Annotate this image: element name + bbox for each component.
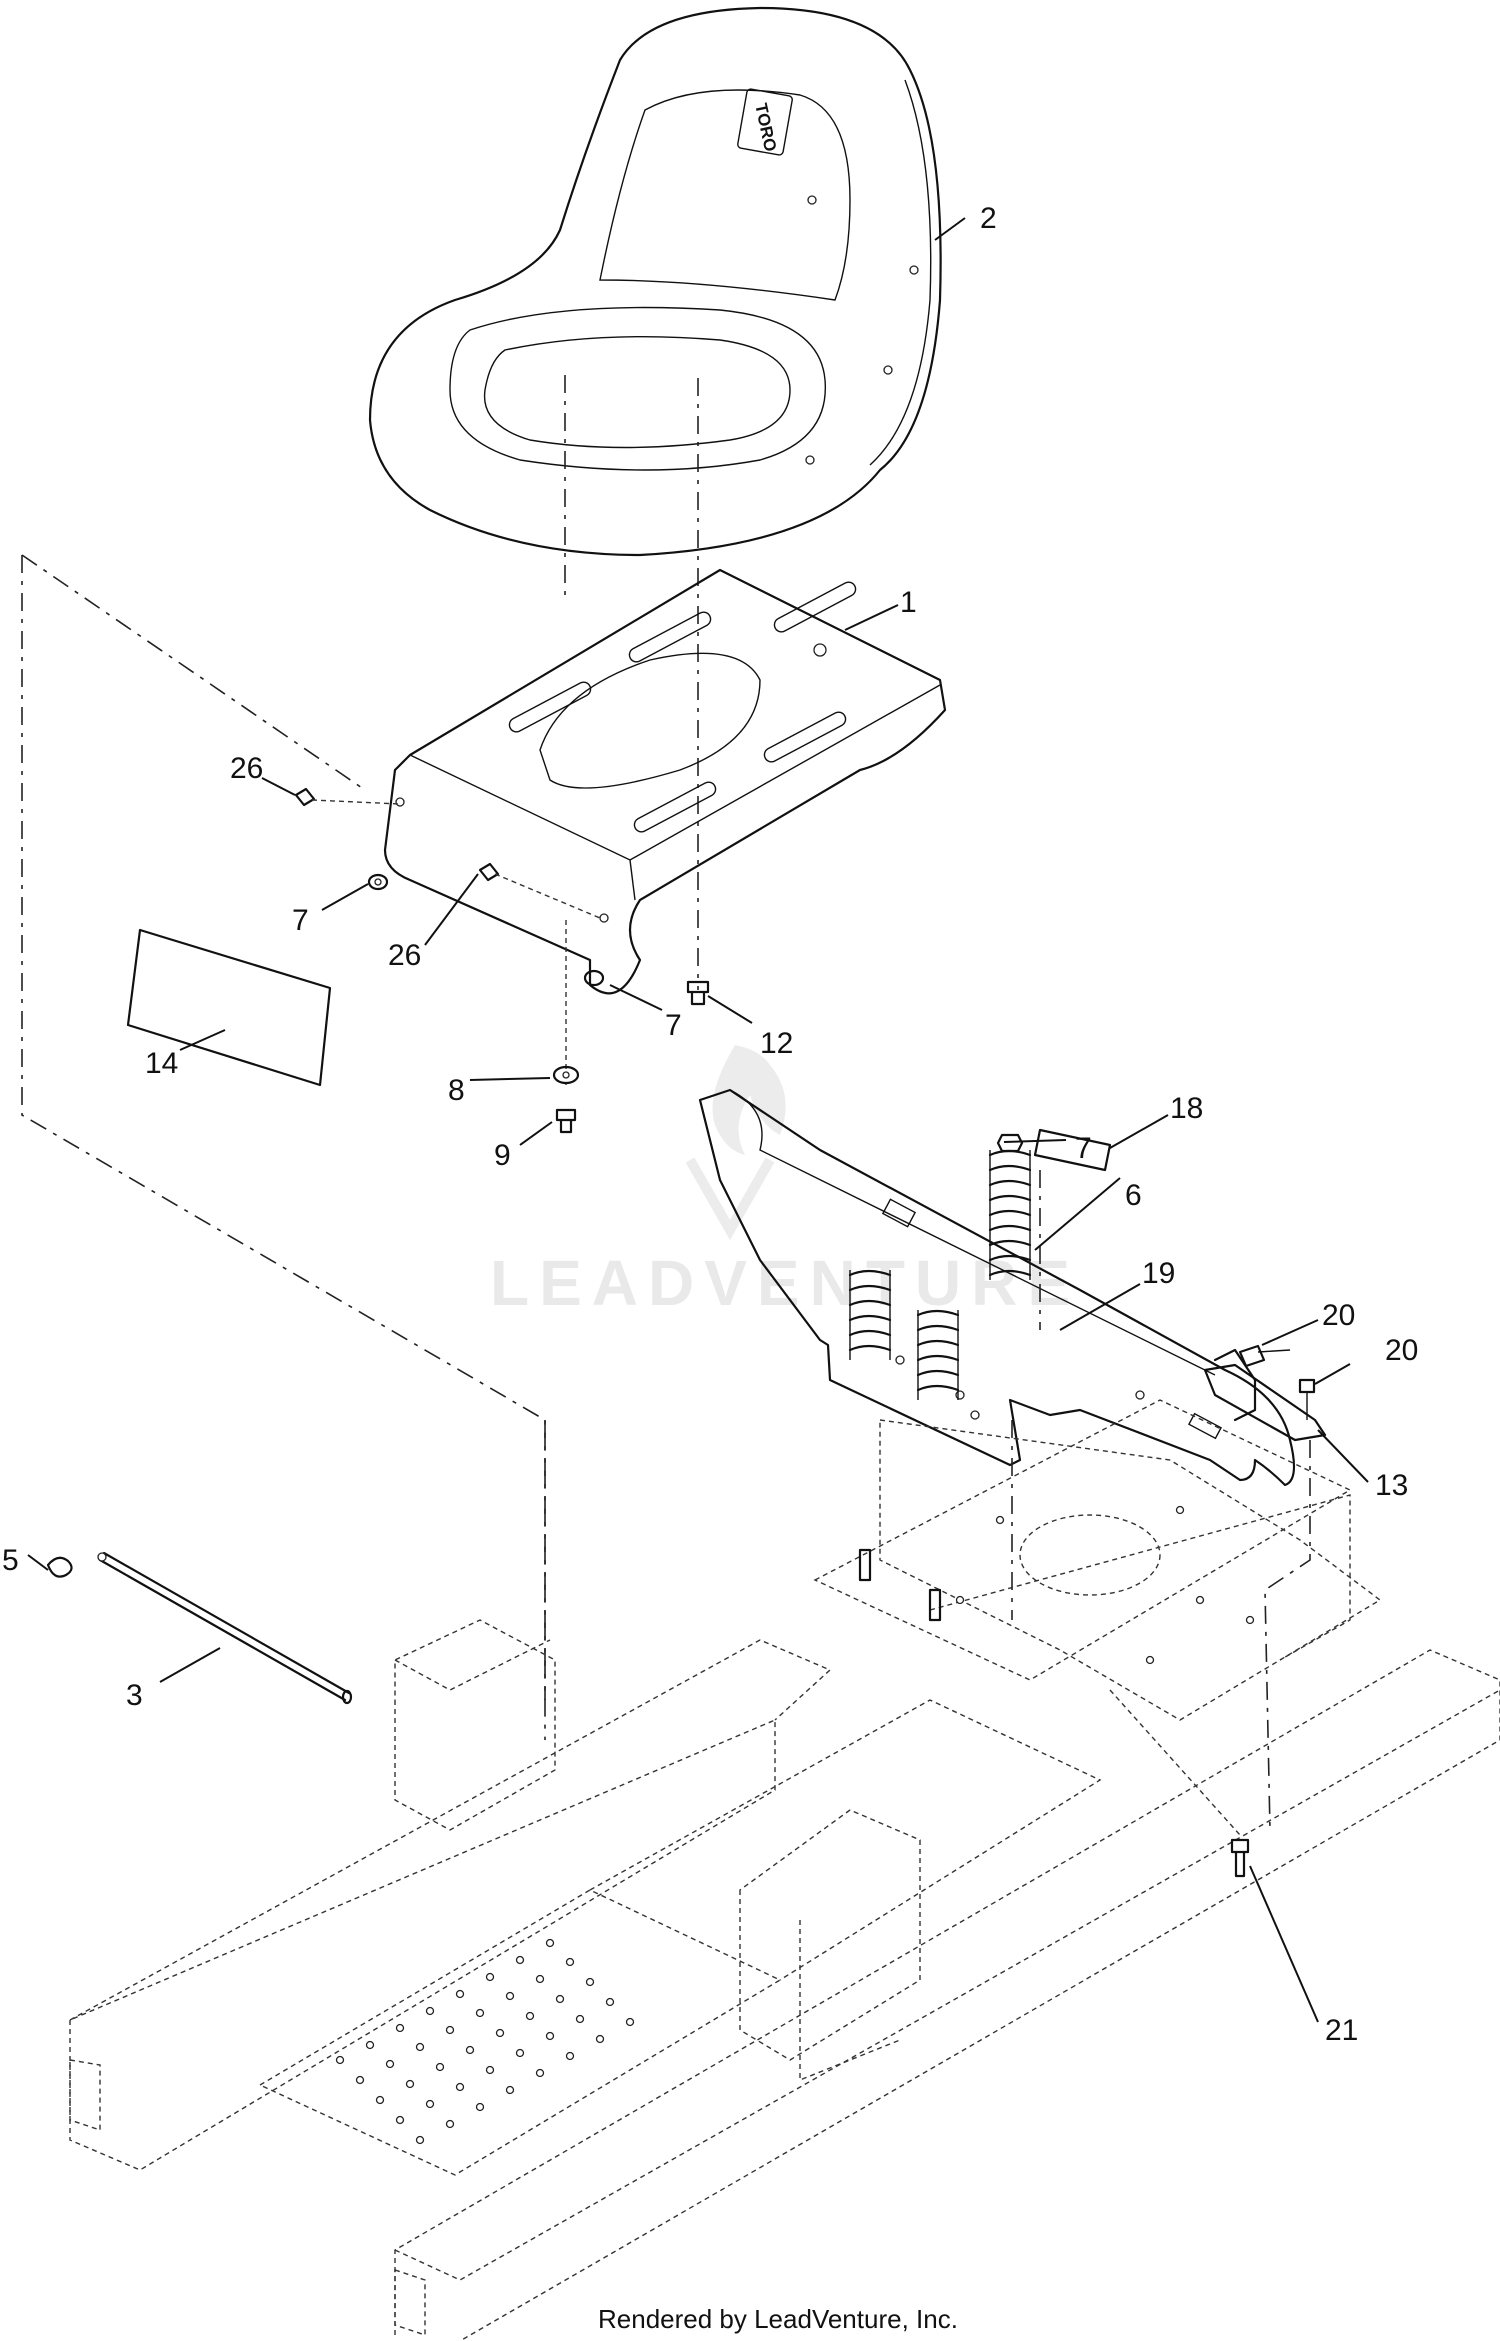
bolt-12[interactable] [686,980,710,1006]
callout-26[interactable]: 26 [230,752,263,785]
phantom-line-upper [21,554,366,791]
bushing-7b[interactable] [583,969,605,987]
seat-pan-part-1[interactable] [383,568,947,995]
callout-18[interactable]: 18 [1170,1092,1203,1125]
callout-1[interactable]: 1 [900,586,917,619]
callout-3[interactable]: 3 [126,1679,143,1712]
callout-9[interactable]: 9 [494,1139,511,1172]
watermark-text: LEADVENTURE [490,1247,1080,1319]
callout-6[interactable]: 6 [1125,1179,1142,1212]
footer-credit: Rendered by LeadVenture, Inc. [598,2304,958,2334]
washer-8[interactable] [552,1065,580,1085]
bracket-part-13[interactable] [1203,1363,1327,1442]
seat-logo: TORO [751,102,780,154]
bolt-9[interactable] [555,1108,577,1134]
seat-part-2[interactable]: TORO [368,6,942,557]
callout-21[interactable]: 21 [1325,2014,1358,2047]
watermark: LEADVENTURE [490,1045,1080,1319]
callout-7[interactable]: 7 [292,904,309,937]
callout-8[interactable]: 8 [448,1074,465,1107]
callout-20[interactable]: 20 [1385,1334,1418,1367]
callout-26[interactable]: 26 [388,939,421,972]
screw-26a[interactable] [294,787,401,807]
bushing-7a[interactable] [367,873,389,891]
clip-part-5[interactable] [46,1556,73,1578]
bolt-21[interactable] [1230,1838,1250,1878]
callout-20[interactable]: 20 [1322,1299,1355,1332]
phantom-line-right [1264,1440,1311,1831]
mower-frame [69,1399,1500,2341]
screw-26b[interactable] [478,862,601,919]
callout-5[interactable]: 5 [2,1544,19,1577]
callout-19[interactable]: 19 [1142,1257,1175,1290]
callout-13[interactable]: 13 [1375,1469,1408,1502]
nut-7c[interactable] [996,1133,1024,1153]
callout-12[interactable]: 12 [760,1027,793,1060]
rod-part-3[interactable] [97,1551,353,1705]
decal-part-14[interactable] [126,928,332,1087]
bolt-20a[interactable] [1238,1344,1291,1368]
leader-lines [27,217,1369,2023]
phantom-line-left [21,555,546,1740]
callout-2[interactable]: 2 [980,202,997,235]
callout-7[interactable]: 7 [665,1009,682,1042]
callout-labels: 2 1 26 7 26 7 12 14 8 9 18 7 6 19 20 20 … [2,202,1418,2047]
callout-14[interactable]: 14 [145,1047,178,1080]
spring-6b[interactable] [848,1269,892,1360]
callout-7[interactable]: 7 [1075,1132,1092,1165]
frame-hole-grid [335,1505,1255,2145]
decal-part-18[interactable] [1033,1128,1112,1172]
spring-6c[interactable] [916,1309,960,1400]
